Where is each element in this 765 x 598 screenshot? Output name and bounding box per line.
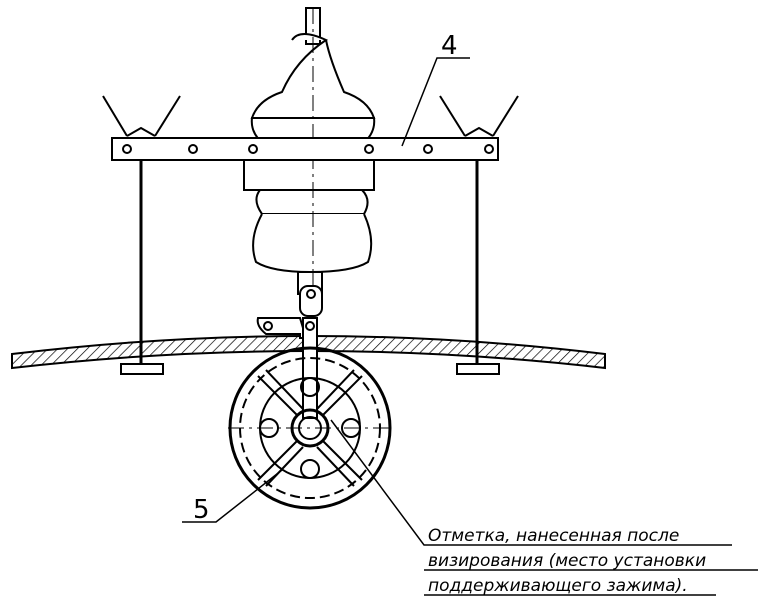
leader-line-4 [401,57,470,147]
note-line-3: поддерживающего зажима). [428,576,688,596]
callout-4: 4 [441,31,458,61]
conductor-wire [11,335,606,370]
right-tension-rod [439,95,519,375]
note-line-1: Отметка, нанесенная после [428,526,679,546]
mounting-beam [111,137,499,161]
note-line-2: визирования (место установки [428,551,706,571]
suspension-linkage [256,285,323,419]
leader-line-5 [182,469,283,523]
supporting-clamp-wheel [228,346,392,510]
insulator-body [243,7,376,340]
callout-5: 5 [193,495,210,525]
left-tension-rod [102,95,181,375]
leader-line-note [330,419,758,596]
